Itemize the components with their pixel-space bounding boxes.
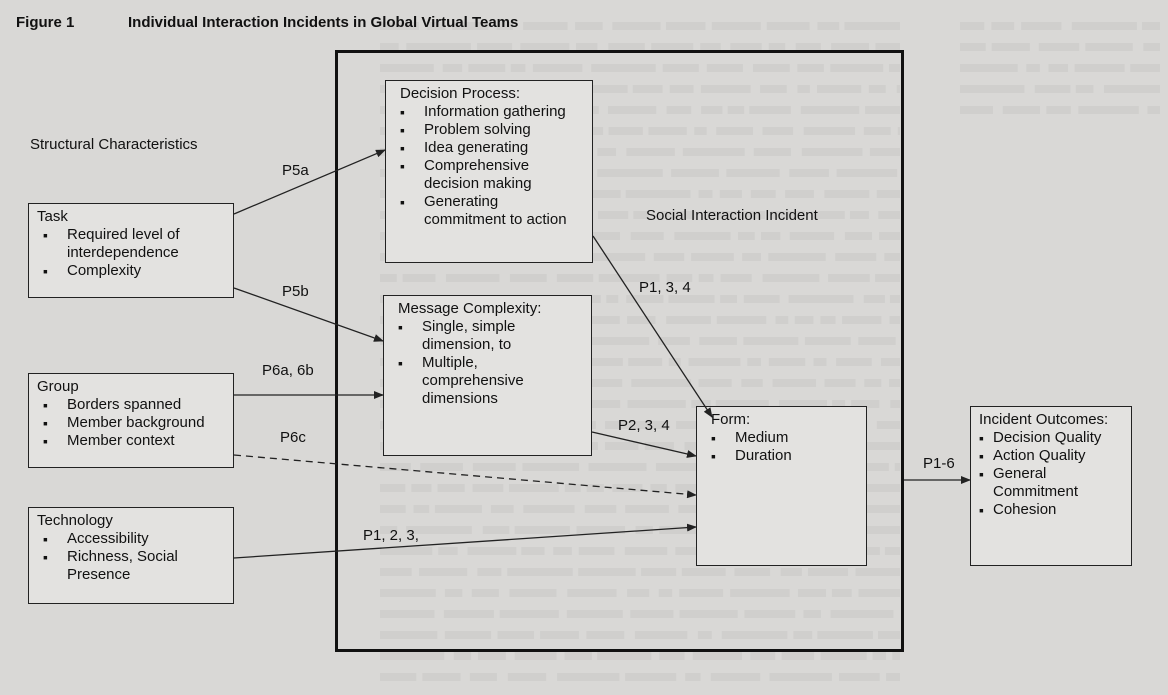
node-group-item: Member context — [37, 432, 225, 450]
edge-arrow-task-message — [233, 287, 384, 342]
node-decision-item: Comprehensive decision making — [394, 157, 584, 193]
node-outcomes-item: Decision Quality — [979, 429, 1123, 447]
edge-label-p234: P2, 3, 4 — [618, 417, 670, 434]
node-message-title: Message Complexity: — [398, 300, 542, 317]
node-group: Group Borders spanned Member background … — [28, 373, 234, 468]
node-form: Form: Medium Duration — [696, 406, 867, 566]
node-message-complexity: Message Complexity: Single, simple dimen… — [383, 295, 592, 456]
node-outcomes-title: Incident Outcomes: — [979, 411, 1109, 428]
node-form-item: Medium — [705, 429, 858, 447]
node-decision-item: Idea generating — [394, 139, 584, 157]
edge-arrow-technology-form — [233, 523, 697, 559]
node-outcomes-item: General Commitment — [979, 465, 1123, 501]
edge-arrow-message-form — [591, 431, 697, 458]
node-decision-title: Decision Process: — [400, 85, 521, 102]
node-form-title: Form: — [711, 411, 751, 428]
figure-title: Individual Interaction Incidents in Glob… — [128, 14, 519, 31]
node-decision-process: Decision Process: Information gathering … — [385, 80, 593, 263]
figure-label: Figure 1 — [16, 14, 75, 31]
node-technology: Technology Accessibility Richness, Socia… — [28, 507, 234, 604]
social-interaction-incident-label: Social Interaction Incident — [646, 207, 818, 224]
node-message-item: Single, simple dimension, to — [392, 318, 583, 354]
edge-label-p5b: P5b — [282, 283, 309, 300]
social-interaction-frame — [335, 50, 904, 652]
edge-label-p5a: P5a — [282, 162, 309, 179]
node-task-title: Task — [37, 208, 68, 225]
edge-arrow-decision-form — [592, 235, 713, 418]
edge-label-p6ab: P6a, 6b — [262, 362, 314, 379]
edge-arrow-task-decision — [233, 149, 386, 215]
node-message-item: Multiple, comprehensive dimensions — [392, 354, 583, 408]
node-group-item: Member background — [37, 414, 225, 432]
node-technology-title: Technology — [37, 512, 113, 529]
node-task: Task Required level of interdependence C… — [28, 203, 234, 298]
node-decision-item: Problem solving — [394, 121, 584, 139]
edge-label-p134: P1, 3, 4 — [639, 279, 691, 296]
edge-label-p123: P1, 2, 3, — [363, 527, 419, 544]
node-incident-outcomes: Incident Outcomes: Decision Quality Acti… — [970, 406, 1132, 566]
node-task-item: Complexity — [37, 262, 225, 280]
edge-label-p6c: P6c — [280, 429, 306, 446]
node-outcomes-item: Action Quality — [979, 447, 1123, 465]
node-form-item: Duration — [705, 447, 858, 465]
edge-arrow-group-form — [233, 454, 697, 499]
node-group-item: Borders spanned — [37, 396, 225, 414]
node-task-item: Required level of interdependence — [37, 226, 225, 262]
node-technology-item: Richness, Social Presence — [37, 548, 225, 584]
node-outcomes-item: Cohesion — [979, 501, 1123, 519]
node-group-title: Group — [37, 378, 79, 395]
node-decision-item: Generating commitment to action — [394, 193, 584, 229]
structural-characteristics-label: Structural Characteristics — [30, 136, 198, 153]
node-decision-item: Information gathering — [394, 103, 584, 121]
node-technology-item: Accessibility — [37, 530, 225, 548]
edge-label-p16: P1-6 — [923, 455, 955, 472]
